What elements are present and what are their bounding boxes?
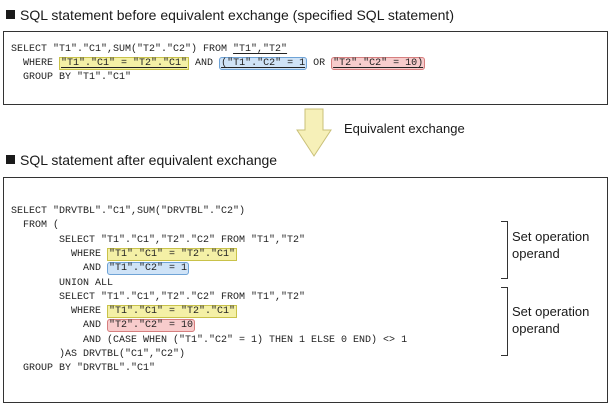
after-condition-c2-eq-1: "T1"."C2" = 1: [107, 262, 190, 275]
arrow-label: Equivalent exchange: [344, 121, 465, 136]
before-from-tables: "T1","T2": [233, 44, 288, 55]
set-operation-operand-label-1: Set operation operand: [512, 229, 590, 261]
after-heading: SQL statement after equivalent exchange: [6, 152, 277, 168]
after-line-7: SELECT "T1"."C1","T2"."C2" FROM "T1","T2…: [11, 292, 306, 303]
after-heading-text: SQL statement after equivalent exchange: [20, 152, 278, 168]
operand-bracket-2: [501, 287, 508, 356]
down-arrow-icon: [296, 108, 332, 157]
operand-bracket-1: [501, 221, 508, 279]
after-line-6-union: UNION ALL: [11, 278, 114, 289]
before-select-text: SELECT "T1"."C1",SUM("T2"."C2") FROM: [11, 44, 234, 55]
after-line-2: FROM (: [11, 220, 60, 231]
after-line-11: )AS DRVTBL("C1","C2"): [11, 349, 186, 360]
before-cond2-text: "T1"."C2" = 1: [227, 58, 306, 69]
before-join-condition: "T1"."C1" = "T2"."C1": [59, 57, 190, 70]
after-and-keyword-2: AND: [11, 320, 108, 331]
before-line-2: WHERE "T1"."C1" = "T2"."C1" AND ("T1"."C…: [11, 57, 426, 70]
before-cond3-text: "T2"."C2" = 10: [333, 58, 418, 69]
after-line-1: SELECT "DRVTBL"."C1",SUM("DRVTBL"."C2"): [11, 206, 246, 217]
after-line-5: AND "T1"."C2" = 1: [11, 262, 190, 275]
after-where-keyword-2: WHERE: [11, 306, 108, 317]
after-and-keyword-1: AND: [11, 263, 108, 274]
after-line-4: WHERE "T1"."C1" = "T2"."C1": [11, 248, 238, 261]
before-or-keyword: OR: [307, 58, 332, 69]
before-where-keyword: WHERE: [11, 58, 60, 69]
after-line-8: WHERE "T1"."C1" = "T2"."C1": [11, 305, 238, 318]
after-join-condition-2: "T1"."C1" = "T2"."C1": [107, 305, 238, 318]
after-where-keyword-1: WHERE: [11, 249, 108, 260]
after-line-12: GROUP BY "DRVTBL"."C1": [11, 363, 156, 374]
before-heading: SQL statement before equivalent exchange…: [6, 7, 454, 23]
bullet-square-icon: [6, 155, 15, 164]
before-or-left-condition: ("T1"."C2" = 1: [219, 57, 308, 70]
before-and-keyword: AND: [189, 58, 220, 69]
before-line-1: SELECT "T1"."C1",SUM("T2"."C2") FROM "T1…: [11, 44, 287, 55]
bullet-square-icon: [6, 10, 15, 19]
before-line-3: GROUP BY "T1"."C1": [11, 72, 132, 83]
after-line-9: AND "T2"."C2" = 10: [11, 319, 196, 332]
set-operation-operand-label-2: Set operation operand: [512, 304, 590, 336]
before-paren-open: (: [221, 58, 228, 69]
before-paren-close: ): [417, 58, 424, 69]
after-join-condition-1: "T1"."C1" = "T2"."C1": [107, 248, 238, 261]
after-line-10: AND (CASE WHEN ("T1"."C2" = 1) THEN 1 EL…: [11, 335, 408, 346]
before-or-right-condition: "T2"."C2" = 10): [331, 57, 426, 70]
before-heading-text: SQL statement before equivalent exchange…: [20, 7, 454, 23]
after-condition-c2-eq-10: "T2"."C2" = 10: [107, 319, 196, 332]
after-line-3: SELECT "T1"."C1","T2"."C2" FROM "T1","T2…: [11, 235, 306, 246]
